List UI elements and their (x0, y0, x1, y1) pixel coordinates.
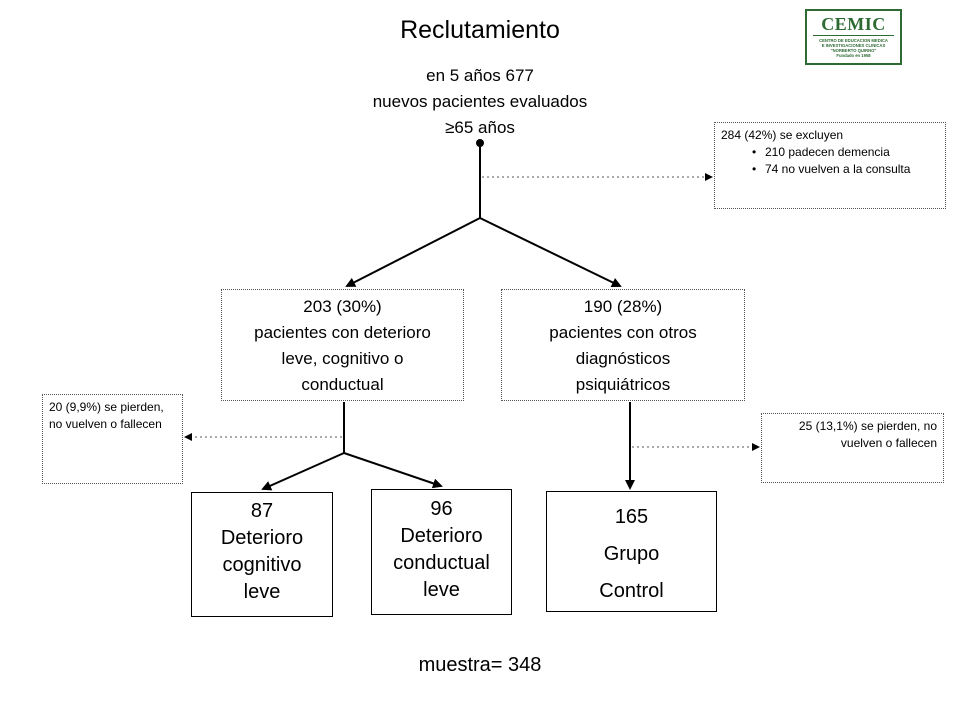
group-count: 96 (430, 498, 453, 520)
recruitment-description: nuevos pacientes evaluados (372, 92, 588, 111)
connector-to-left-branch (345, 217, 481, 287)
group-label: leve (243, 581, 281, 603)
logo-wordmark: CEMIC (821, 14, 886, 34)
group-label: cognitivo (222, 554, 302, 576)
excluded-item: 210 padecen demencia (752, 144, 939, 161)
mild-impairment-text: conductual (301, 375, 384, 394)
group-label: Deterioro (220, 527, 304, 549)
page-title: Reclutamiento (400, 16, 560, 44)
logo-line-3: "NORBERTO QUIRNO" (830, 48, 877, 53)
recruitment-period: en 5 años 677 (426, 66, 534, 85)
other-diagnoses-text: pacientes con otros (549, 323, 697, 342)
excluded-header: 284 (42%) se excluyen (721, 128, 844, 142)
group-label: leve (423, 579, 460, 601)
group-mild-cognitive-box: 87 Deterioro cognitivo leve (191, 492, 333, 617)
excluded-box: 284 (42%) se excluyen 210 padecen demenc… (714, 122, 946, 209)
group-count: 165 (614, 506, 649, 528)
mild-impairment-box: 203 (30%) pacientes con deterioro leve, … (221, 289, 464, 401)
group-label: conductual (393, 552, 490, 574)
connector-to-right-branch (479, 217, 622, 288)
mild-impairment-text: pacientes con deterioro (254, 323, 431, 342)
connector-to-group-87 (261, 452, 345, 491)
logo-line-2: E INVESTIGACIONES CLINICAS (821, 43, 886, 48)
group-label: Deterioro (400, 525, 483, 547)
other-diagnoses-text: diagnósticos (575, 349, 671, 368)
logo-line-1: CENTRO DE EDUCACION MEDICA (819, 38, 888, 43)
mild-impairment-count: 203 (30%) (303, 297, 382, 316)
group-label: Grupo (603, 543, 660, 565)
group-count: 87 (250, 500, 274, 522)
loss-right-box: 25 (13,1%) se pierden, no vuelven o fall… (761, 413, 944, 483)
other-diagnoses-box: 190 (28%) pacientes con otros diagnóstic… (501, 289, 745, 401)
cemic-logo: CEMIC CENTRO DE EDUCACION MEDICA E INVES… (805, 9, 902, 65)
logo-line-4: Fundado en 1958 (836, 53, 871, 58)
excluded-list: 210 padecen demencia 74 no vuelven a la … (721, 144, 939, 178)
recruitment-age: ≥65 años (445, 118, 515, 137)
mild-impairment-text: leve, cognitivo o (281, 349, 404, 368)
logo-rule (813, 35, 894, 36)
other-diagnoses-text: psiquiátricos (575, 375, 671, 394)
group-mild-behavioral-box: 96 Deterioro conductual leve (371, 489, 512, 615)
group-control-box: 165 Grupo Control (546, 491, 717, 612)
sample-size: muestra= 348 (418, 654, 542, 676)
other-diagnoses-count: 190 (28%) (583, 297, 663, 316)
group-label: Control (599, 580, 664, 602)
recruitment-summary: en 5 años 677 nuevos pacientes evaluados… (320, 63, 640, 141)
connector-to-group-96 (343, 452, 443, 489)
loss-left-box: 20 (9,9%) se pierden, no vuelven o falle… (42, 394, 183, 484)
excluded-item: 74 no vuelven a la consulta (752, 161, 939, 178)
